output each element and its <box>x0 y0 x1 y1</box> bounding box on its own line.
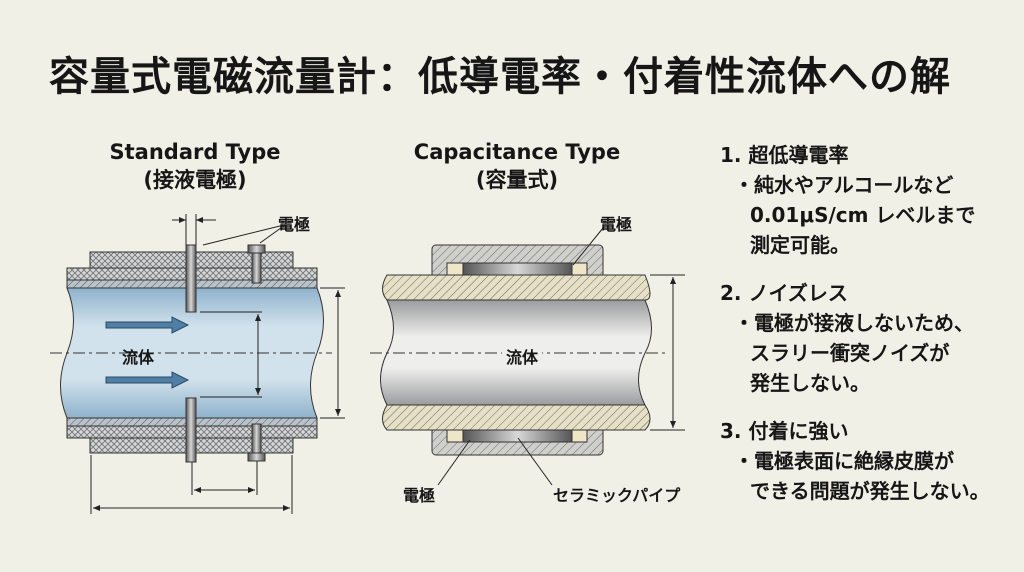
point-line: 0.01μS/cm レベルまで <box>750 203 976 227</box>
point-line: ・純水やアルコールなど <box>734 173 954 197</box>
point-heading: 1. 超低導電率 <box>720 143 849 167</box>
point-heading: 3. 付着に強い <box>720 419 849 443</box>
point-line: できる問題が発生しない。 <box>750 479 990 503</box>
capacitance-type-heading: Capacitance Type (容量式) <box>387 138 647 194</box>
page-title: 容量式電磁流量計：低導電率・付着性流体への解 <box>49 54 951 100</box>
fluid-label: 流体 <box>122 348 155 367</box>
electrode-label-bottom: 電極 <box>403 486 436 505</box>
fluid-label: 流体 <box>502 344 543 368</box>
capacitance-type-title: Capacitance Type <box>413 140 621 164</box>
point-line: ・電極が接液しないため、 <box>734 311 974 335</box>
benefits-list: 1. 超低導電率 ・純水やアルコールなど 0.01μS/cm レベルまで 測定可… <box>720 140 990 506</box>
standard-type-diagram <box>50 214 345 514</box>
ceramic-pipe-label: セラミックパイプ <box>553 486 681 505</box>
point-line: 発生しない。 <box>750 371 870 395</box>
standard-type-title: Standard Type <box>109 140 281 164</box>
electrode-label: 電極 <box>278 215 311 234</box>
flow-arrow-icon <box>105 316 190 389</box>
electrode-label-top: 電極 <box>600 215 633 234</box>
capacitance-type-subtitle: (容量式) <box>475 168 559 192</box>
electrode-icon <box>185 244 266 463</box>
standard-type-heading: Standard Type (接液電極) <box>65 138 325 194</box>
point-line: 測定可能。 <box>750 233 850 257</box>
standard-type-subtitle: (接液電極) <box>143 168 247 192</box>
point-heading: 2. ノイズレス <box>720 281 848 305</box>
capacitance-type-diagram <box>370 227 685 486</box>
point-line: スラリー衝突ノイズが <box>750 341 950 365</box>
point-line: ・電極表面に絶縁皮膜が <box>734 449 954 473</box>
